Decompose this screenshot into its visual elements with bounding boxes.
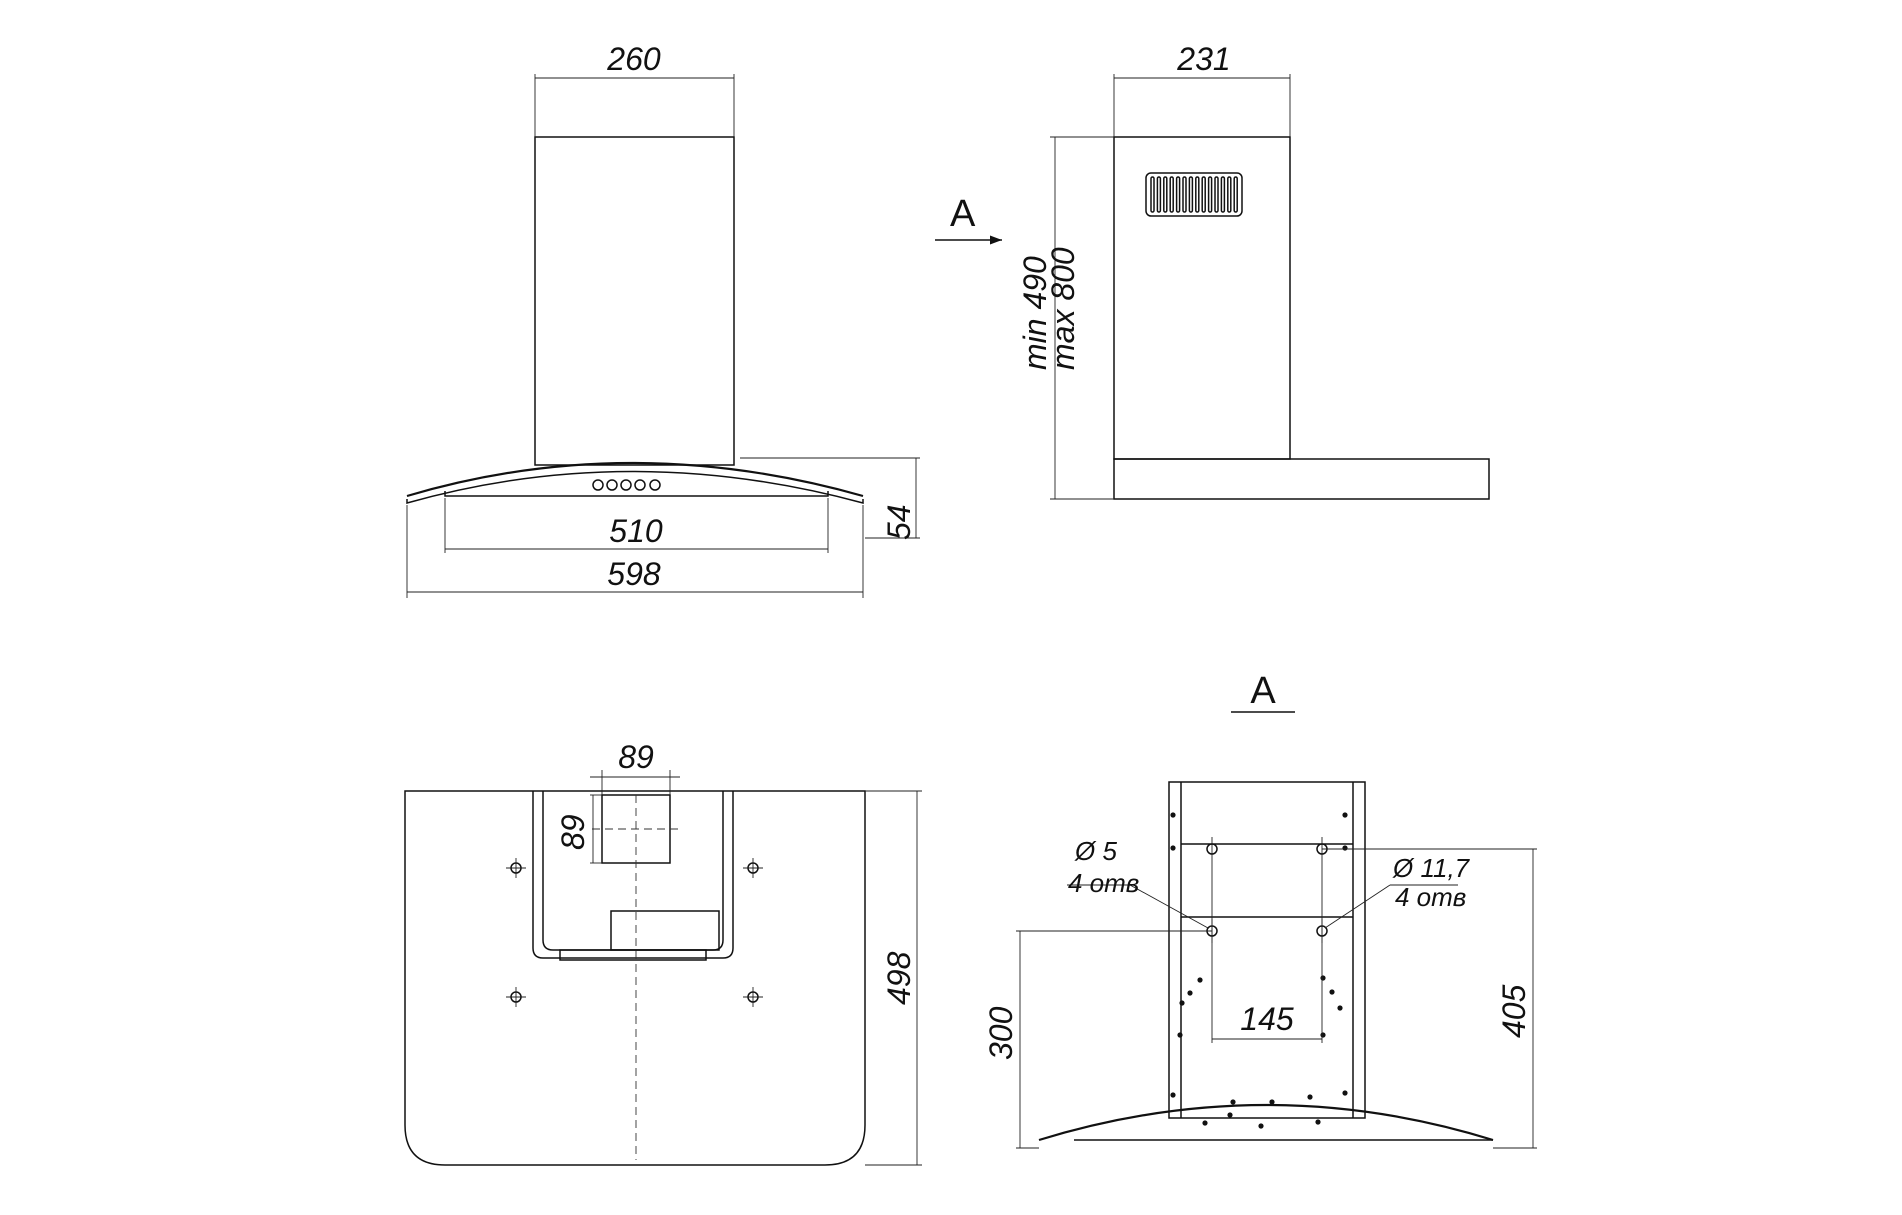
front-chimney [534,136,735,466]
small-hole [1342,1090,1348,1096]
small-hole [1177,1032,1183,1038]
small-hole [1329,989,1335,995]
small-hole [1230,1099,1236,1105]
small-hole [1170,845,1176,851]
top-chimney-seat [532,791,734,959]
vent-slot [1233,176,1238,213]
view-a-canopy [1038,1103,1494,1142]
small-hole [1342,812,1348,818]
dim-side-top-width: 231 [1176,41,1230,77]
dim-hole-spacing: 145 [1240,1001,1294,1037]
mount-marker-1 [506,858,526,878]
vent-slot [1214,176,1219,213]
keyhole-hole-1 [1206,837,1218,861]
button-1 [592,479,604,491]
top-view: 89 89 498 [404,739,922,1166]
vent-slot [1195,176,1200,213]
side-view: 231 min 490 max 800 A [935,41,1490,500]
front-lower-body [444,491,829,497]
dim-outlet-depth: 89 [555,814,591,850]
vent-slot [1207,176,1213,213]
hole-large-count: 4 отв [1395,882,1466,912]
vent-grille [1145,172,1243,217]
front-view: 260 510 598 54 [406,41,920,598]
mount-marker-4 [743,987,763,1007]
view-marker-label: A [950,193,976,235]
small-hole [1315,1119,1321,1125]
top-outline [404,790,866,1166]
vent-slot [1220,176,1226,213]
small-hole [1197,977,1203,983]
dim-total-depth: 498 [881,951,917,1005]
hole-small-diameter: Ø 5 [1074,836,1117,866]
dim-front-canopy-height: 54 [881,504,917,540]
vent-slot [1201,176,1206,213]
vent-slot [1156,176,1162,213]
vent-slot [1150,176,1155,213]
vent-slots [1150,176,1238,213]
dim-front-top-width: 260 [606,41,661,77]
dim-upper-height: 405 [1496,984,1532,1038]
vent-slot [1188,176,1194,213]
vent-slot [1227,176,1232,213]
small-hole [1187,990,1193,996]
dim-front-total-width: 598 [607,556,661,592]
small-hole [1342,845,1348,851]
front-canopy-top [406,461,864,498]
small-hole [1269,1099,1275,1105]
button-3 [620,479,632,491]
mount-marker-2 [743,858,763,878]
view-a-title: A [1250,670,1276,712]
vent-slot [1163,176,1168,213]
small-hole [1170,1092,1176,1098]
dim-side-height-min: min 490 [1017,256,1053,370]
hole-large-diameter: Ø 11,7 [1392,853,1471,883]
hole-small-count: 4 отв [1068,868,1139,898]
front-canopy-edge [406,470,864,504]
button-4 [634,479,646,491]
small-hole [1170,812,1176,818]
small-hole [1320,1032,1326,1038]
small-hole [1202,1120,1208,1126]
view-a-chimney [1168,781,1366,1119]
vent-slot [1175,176,1181,213]
small-hole [1320,975,1326,981]
top-motor-box [610,910,720,951]
small-hole [1307,1094,1313,1100]
button-5 [649,479,661,491]
small-holes [1170,812,1348,1129]
small-hole [1179,1000,1185,1006]
side-canopy [1113,458,1490,500]
button-2 [606,479,618,491]
vent-slot [1182,176,1187,213]
dim-lower-height: 300 [983,1006,1019,1060]
dim-front-inner-width: 510 [609,513,663,549]
small-hole [1258,1123,1264,1129]
view-a: A Ø 5 4 отв Ø 11,7 4 отв 145 [983,670,1537,1149]
dim-outlet-width: 89 [618,739,654,775]
dim-side-height-max: max 800 [1045,247,1081,370]
mount-marker-3 [506,987,526,1007]
vent-slot [1169,176,1174,213]
small-hole [1227,1112,1233,1118]
small-hole [1337,1005,1343,1011]
